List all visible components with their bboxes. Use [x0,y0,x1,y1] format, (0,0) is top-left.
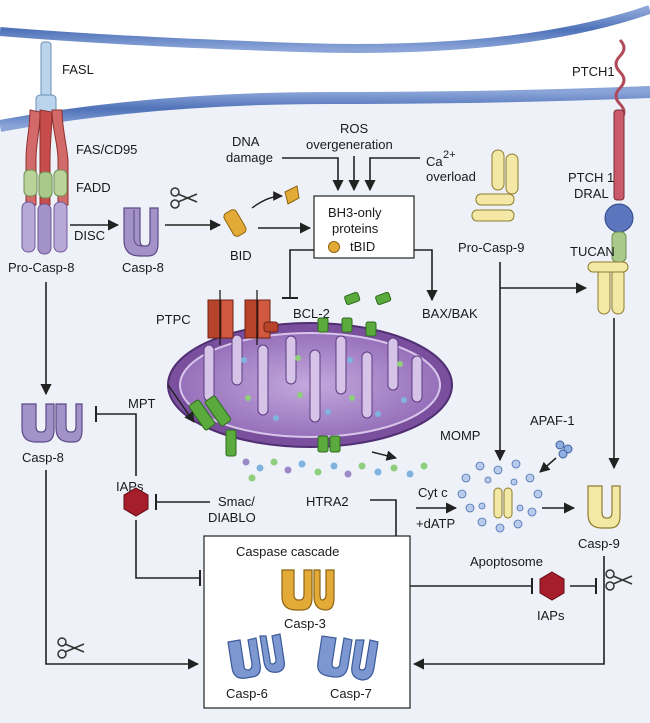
label-casp8-left: Casp-8 [22,450,64,465]
label-dna-1: DNA [232,134,260,149]
pro-casp8-disc [21,201,68,255]
arrow-casp9-cascade [412,556,605,670]
label-iaps-right: IAPs [537,608,565,623]
ptch1-tail [614,38,626,122]
arrow-apaf1 [539,457,557,473]
arrow-mpt [167,384,195,423]
label-procasp8: Pro-Casp-8 [8,260,74,275]
mitochondrion [167,322,453,448]
label-cascade: Caspase cascade [236,544,339,559]
label-ca-sup: 2+ [443,149,456,161]
top-extracellular [0,0,650,49]
arrow-release [371,450,398,461]
inhibit-bcl2-line [289,249,314,298]
label-dna-2: damage [226,150,273,165]
pro-casp9 [471,149,519,222]
label-ptch1: PTCH1 [572,64,615,79]
label-htra2: HTRA2 [306,494,349,509]
upper-membrane [0,5,650,54]
inhibit-cascade-line [135,520,200,579]
apaf1-cluster [555,440,573,459]
fadd-adaptor [23,169,68,199]
iap-hexagon-icon-left [123,487,149,517]
label-smac-1: Smac/ [218,494,255,509]
arrow-dna-bh3 [282,157,344,192]
dral-protein [604,203,634,233]
label-fasl: FASL [62,62,94,77]
label-bcl2: BCL-2 [293,306,330,321]
label-casp9: Casp-9 [578,536,620,551]
released-factors [242,458,428,482]
label-casp8-top: Casp-8 [122,260,164,275]
label-ptch1dral-1: PTCH 1 [568,170,614,185]
label-smac-2: DIABLO [208,510,256,525]
scissors-icon-bottom [57,637,85,659]
inhibit-casp8-line [96,413,137,476]
label-disc: DISC [74,228,105,243]
label-fas: FAS/CD95 [76,142,137,157]
label-mpt: MPT [128,396,156,411]
label-momp: MOMP [440,428,480,443]
tucan-casp9 [587,261,629,315]
arrow-casp8-cascade [45,470,200,670]
label-tbid: tBID [350,239,375,254]
label-ros-1: ROS [340,121,369,136]
arrow-bid-cleave [251,191,283,209]
casp3 [281,569,335,611]
arrow-ca-bh3 [364,157,420,192]
label-ros-2: overgeneration [306,137,393,152]
label-apaf1: APAF-1 [530,413,575,428]
plasma-membrane [0,86,650,132]
label-casp6: Casp-6 [226,686,268,701]
label-overload: overload [426,169,476,184]
label-bid: BID [230,248,252,263]
caspase-cascade-box [203,535,411,709]
scissors-icon [170,187,198,209]
label-datp: +dATP [416,516,455,531]
apoptosome [457,459,543,533]
extracellular-band [0,14,650,124]
label-casp3: Casp-3 [284,616,326,631]
arrow-bh3-bax [414,249,438,302]
casp9 [587,485,621,529]
bax-bak-channels [317,291,392,453]
ptch1-receptor [613,109,625,201]
label-ptch1dral-2: DRAL [574,186,609,201]
casp8-top [123,207,159,257]
mpt-channels [188,395,237,457]
bid-fragment [284,185,300,205]
label-baxbak: BAX/BAK [422,306,478,321]
label-cytc: Cyt c [418,485,448,500]
label-tucan: TUCAN [570,244,615,259]
scissors-icon-right [605,569,633,591]
iap-hexagon-icon-right [539,571,565,601]
label-apoptosome: Apoptosome [470,554,543,569]
casp7 [317,635,379,681]
ptpc-channels [207,290,279,345]
bid-protein [223,209,247,237]
label-bh3-2: proteins [332,221,379,236]
label-fadd: FADD [76,180,111,195]
label-ptpc: PTPC [156,312,191,327]
casp8-left [21,403,83,443]
casp6 [227,633,285,679]
label-procasp9: Pro-Casp-9 [458,240,524,255]
label-casp7: Casp-7 [330,686,372,701]
label-bh3-1: BH3-only [328,205,382,220]
label-ca: Ca [426,154,443,169]
tbid-dot [328,241,340,253]
